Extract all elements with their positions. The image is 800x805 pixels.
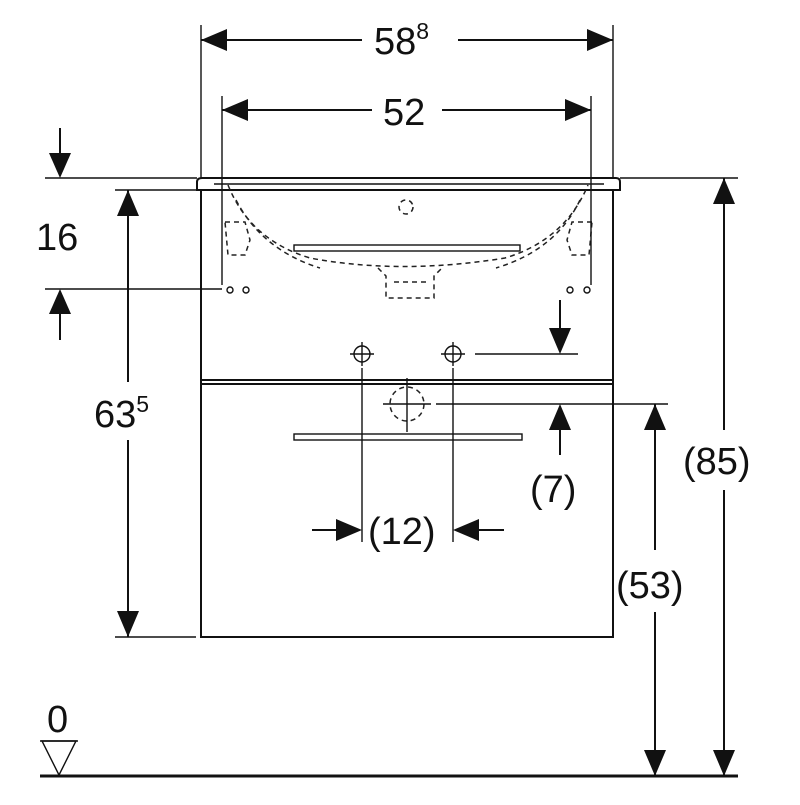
floor-level: 0: [40, 699, 738, 778]
dimension-basin-width: 52: [222, 92, 591, 134]
total-width-label: 588: [374, 18, 429, 63]
right-bracket: [566, 221, 593, 256]
dimension-total-height: (85): [683, 178, 751, 776]
waste-outlet: [377, 267, 443, 299]
fixing-hole-right-2: [583, 286, 591, 294]
basin-shelf: [293, 244, 521, 252]
dimension-drain-offset: (7): [530, 300, 576, 511]
fixing-hole-left-1: [226, 286, 234, 294]
tap-markers: [350, 342, 465, 432]
dimension-tap-spacing: (12): [312, 511, 504, 553]
extension-lines: [45, 25, 738, 638]
basin: [196, 177, 621, 299]
bowl-inner-right: [495, 199, 581, 269]
drain-height-label: (53): [616, 565, 684, 607]
dimension-total-width: 588: [201, 18, 613, 63]
bowl-inner-left: [235, 199, 321, 269]
drawer-handle: [293, 433, 523, 441]
floor-level-label: 0: [47, 699, 68, 741]
dimension-drain-height: (53): [616, 404, 684, 776]
drain-offset-label: (7): [530, 469, 576, 511]
basin-width-label: 52: [383, 92, 425, 134]
cabinet-height-label: 635: [94, 391, 149, 436]
bowl-outline: [227, 184, 589, 268]
tap-spacing-label: (12): [368, 511, 436, 553]
total-height-label: (85): [683, 441, 751, 483]
dimension-cabinet-height: 635: [94, 190, 149, 637]
left-bracket: [224, 221, 251, 256]
basin-rim: [196, 177, 621, 191]
dimension-basin-depth: 16: [36, 128, 78, 340]
fixing-hole-left-2: [242, 286, 250, 294]
basin-depth-label: 16: [36, 217, 78, 259]
fixing-hole-right-1: [566, 286, 574, 294]
overflow-hole: [398, 199, 414, 215]
floor-level-triangle: [40, 740, 78, 777]
